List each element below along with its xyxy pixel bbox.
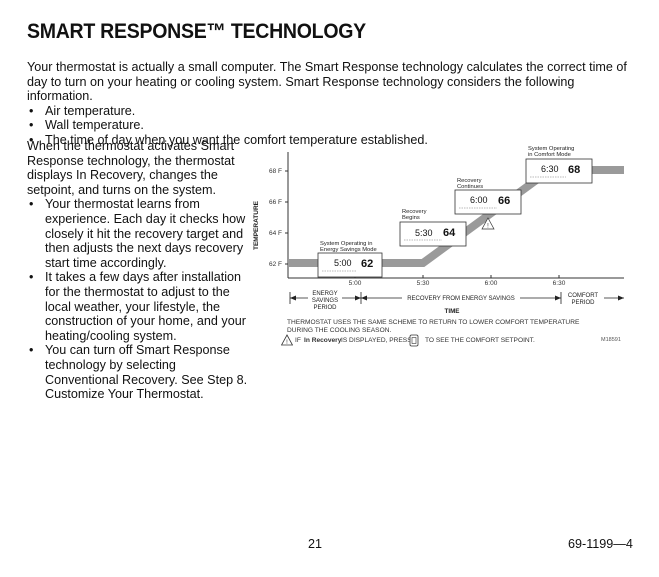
display-time: 5:00	[334, 258, 352, 268]
display-temp: 62	[361, 258, 373, 270]
x-axis-label: TIME	[444, 308, 459, 315]
display-temp: 64	[443, 227, 456, 239]
x-tick-label: 5:00	[349, 280, 362, 287]
warning-icon	[481, 217, 495, 230]
display-time: 6:00	[470, 195, 488, 205]
y-ticks: 68 F 66 F 64 F 62 F	[269, 168, 288, 268]
left-bullet: Your thermostat learns from experience. …	[27, 197, 249, 270]
thermostat-display-recovery-begins: Recovery Begins 5:30 64	[399, 209, 467, 247]
left-bullet: You can turn off Smart Response technolo…	[27, 343, 249, 401]
state-label: Begins	[402, 215, 420, 221]
state-label: Energy Savings Mode	[320, 247, 377, 253]
state-label: Continues	[457, 184, 483, 190]
svg-text:!: !	[487, 224, 489, 230]
left-bullet-list: Your thermostat learns from experience. …	[27, 197, 249, 401]
y-tick-label: 62 F	[269, 261, 282, 268]
state-label: in Comfort Mode	[528, 152, 571, 158]
document-number: 69-1199—4	[568, 537, 633, 551]
recovery-period-label: RECOVERY FROM ENERGY SAVINGS	[407, 296, 515, 302]
thermostat-display-energy: System Operating in Energy Savings Mode …	[317, 241, 383, 278]
display-temp: 68	[568, 164, 580, 176]
state-label: System Operating	[528, 146, 574, 152]
comfort-period-label: COMFORT	[568, 293, 599, 299]
smart-response-section: When the thermostat activates Smart Resp…	[27, 139, 249, 402]
display-time: 5:30	[415, 228, 433, 238]
comfort-period-label: PERIOD	[571, 300, 595, 306]
display-time: 6:30	[541, 164, 559, 174]
x-tick-label: 5:30	[417, 280, 430, 287]
page-title: SMART RESPONSE™ TECHNOLOGY	[27, 20, 366, 43]
intro-bullet: Wall temperature.	[27, 118, 637, 133]
intro-bullet-list: Air temperature. Wall temperature. The t…	[27, 104, 637, 148]
intro-paragraph: Your thermostat is actually a small comp…	[27, 60, 627, 104]
energy-period-label: ENERGY	[312, 291, 337, 297]
left-paragraph: When the thermostat activates Smart Resp…	[27, 139, 235, 197]
intro-section: Your thermostat is actually a small comp…	[27, 60, 637, 148]
thermostat-display-recovery-continues: Recovery Continues 6:00 66 !	[454, 178, 522, 230]
footnote-press: IS DISPLAYED, PRESS	[341, 337, 412, 344]
state-label: Recovery	[402, 209, 427, 215]
y-axis-label: TEMPERATURE	[253, 200, 260, 250]
button-icon	[409, 334, 419, 347]
figure-note: THERMOSTAT USES THE SAME SCHEME TO RETUR…	[287, 319, 580, 334]
energy-period-label: SAVINGS	[312, 298, 338, 304]
state-label: System Operating in	[320, 241, 373, 247]
period-bar: ENERGY SAVINGS PERIOD RECOVERY FROM ENER…	[289, 291, 624, 315]
y-tick-label: 66 F	[269, 199, 282, 206]
footnote-end: TO SEE THE COMFORT SETPOINT.	[425, 337, 535, 344]
energy-period-label: PERIOD	[313, 305, 337, 311]
recovery-diagram: TEMPERATURE 68 F 66 F 64 F 62 F 5:00 5:3…	[253, 146, 624, 315]
y-tick-label: 68 F	[269, 168, 282, 175]
svg-text:!: !	[286, 340, 288, 346]
intro-bullet: The time of day when you want the comfor…	[27, 133, 637, 148]
warning-icon: !	[281, 334, 293, 346]
y-tick-label: 64 F	[269, 230, 282, 237]
state-label: Recovery	[457, 178, 482, 184]
footnote-if: IF	[295, 337, 301, 344]
intro-bullet: Air temperature.	[27, 104, 637, 119]
page-number: 21	[308, 537, 323, 551]
display-temp: 66	[498, 195, 510, 207]
thermostat-display-comfort: System Operating in Comfort Mode 6:30 68	[525, 146, 593, 184]
x-tick-label: 6:30	[553, 280, 566, 287]
left-bullet: It takes a few days after installation f…	[27, 270, 249, 343]
footnote-in-recovery: In Recovery	[304, 337, 342, 344]
figure-footnote: ! IF In Recovery IS DISPLAYED, PRESS TO …	[281, 334, 621, 350]
figure-id: M18591	[601, 337, 621, 343]
x-tick-label: 6:00	[485, 280, 498, 287]
